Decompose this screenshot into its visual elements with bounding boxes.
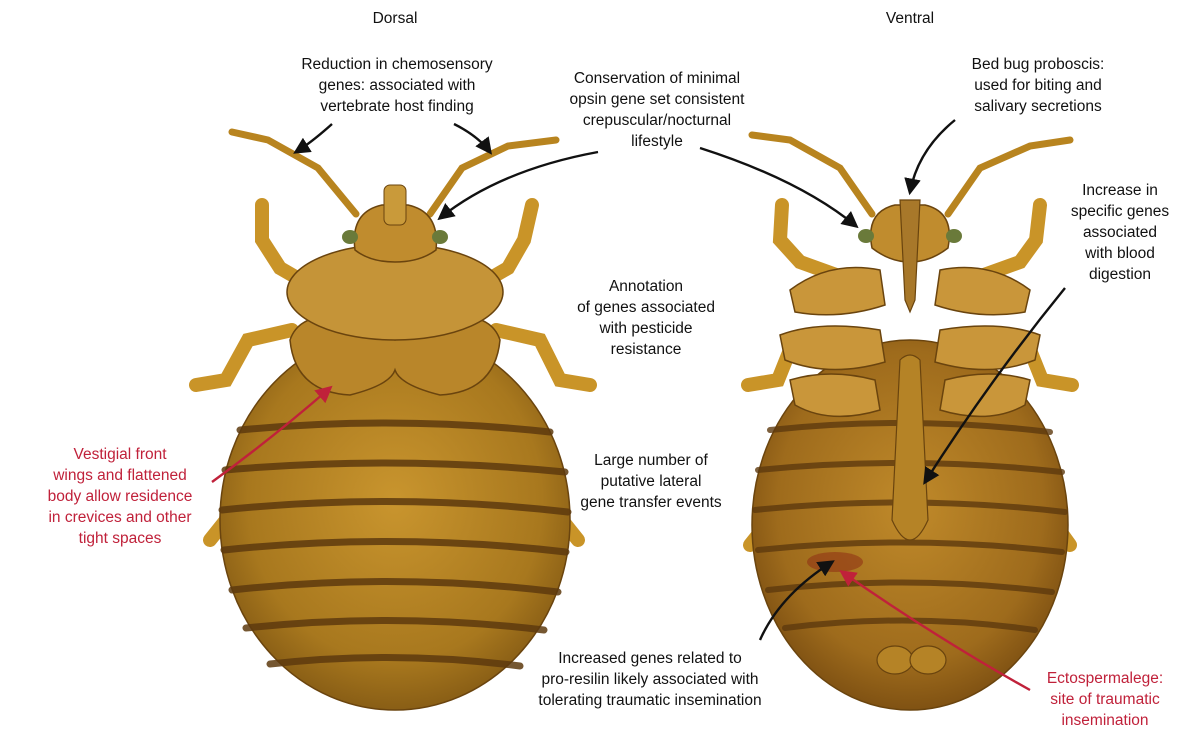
label-resilin: Increased genes related to pro-resilin l…	[500, 648, 800, 711]
arrow-opsin-left	[440, 152, 598, 218]
label-vestigial-wings: Vestigial front wings and flattened body…	[20, 444, 220, 549]
arrow-chemosensory-right	[454, 124, 490, 152]
ventral-bed-bug	[748, 135, 1072, 710]
label-proboscis: Bed bug proboscis: used for biting and s…	[932, 54, 1144, 117]
ventral-eye-right	[946, 229, 962, 243]
ventral-proboscis	[900, 200, 920, 312]
ectospermalege-mark	[807, 552, 863, 572]
dorsal-eye-right	[432, 230, 448, 244]
dorsal-clypeus	[384, 185, 406, 225]
ventral-view-title: Ventral	[860, 10, 960, 28]
arrow-proboscis	[910, 120, 955, 192]
label-opsin: Conservation of minimal opsin gene set c…	[536, 68, 778, 152]
dorsal-view-title: Dorsal	[345, 10, 445, 28]
ventral-eye-left	[858, 229, 874, 243]
label-chemosensory: Reduction in chemosensory genes: associa…	[262, 54, 532, 117]
label-pesticide: Annotation of genes associated with pest…	[546, 276, 746, 360]
label-lateral-transfer: Large number of putative lateral gene tr…	[556, 450, 746, 513]
arrow-chemosensory-left	[296, 124, 332, 152]
label-ectospermalege: Ectospermalege: site of traumatic insemi…	[1020, 668, 1190, 731]
label-blood-digestion: Increase in specific genes associated wi…	[1050, 180, 1190, 285]
dorsal-bed-bug	[196, 132, 590, 710]
dorsal-eye-left	[342, 230, 358, 244]
